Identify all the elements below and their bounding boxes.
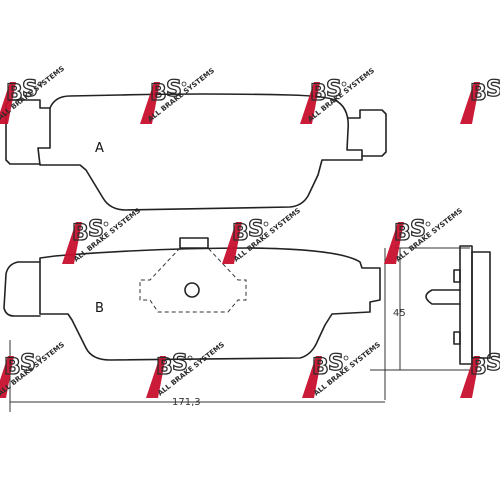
abs-logo-watermark (459, 76, 500, 125)
dimension-lines: 45 171,3 (9, 247, 470, 412)
side-view-backing (459, 245, 473, 365)
pad-b-sensor-hole (184, 282, 200, 298)
abs-logo-watermark: ALL BRAKE SYSTEMS (301, 341, 382, 399)
abs-logo-watermark: ALL BRAKE SYSTEMS (0, 65, 66, 125)
side-view-tab-bottom (453, 331, 461, 345)
abs-logo-watermark: ALL BRAKE SYSTEMS (61, 207, 142, 265)
side-view (425, 245, 491, 365)
abs-logo-watermark: ALL BRAKE SYSTEMS (299, 67, 376, 125)
pad-a-right-ear (347, 109, 387, 157)
brake-pad-b: B (3, 237, 381, 361)
pad-a-outline (37, 93, 363, 211)
side-view-clip (425, 289, 461, 305)
abs-logo-watermark: ALL BRAKE SYSTEMS (145, 341, 226, 399)
pad-a-label: A (95, 141, 104, 156)
watermark-logos: ALL BRAKE SYSTEMS ALL BRAKE SYSTEMS ALL … (0, 65, 500, 399)
side-view-tab-top (453, 269, 461, 283)
width-dimension-text: 171,3 (172, 397, 201, 408)
pad-b-label: B (95, 301, 104, 316)
abs-logo-watermark: ALL BRAKE SYSTEMS (139, 67, 216, 125)
abs-logo-watermark (459, 350, 500, 399)
side-view-friction (471, 251, 491, 359)
pad-b-backing-plate-hidden (139, 247, 247, 313)
abs-logo-watermark: ALL BRAKE SYSTEMS (383, 207, 464, 265)
brake-pad-a: A (5, 93, 387, 211)
pad-b-outline (39, 247, 381, 361)
pad-b-left-ear (3, 261, 41, 317)
pad-b-top-tab (179, 237, 209, 249)
abs-logo-watermark: ALL BRAKE SYSTEMS (221, 207, 302, 265)
height-dimension-text: 45 (393, 308, 406, 319)
